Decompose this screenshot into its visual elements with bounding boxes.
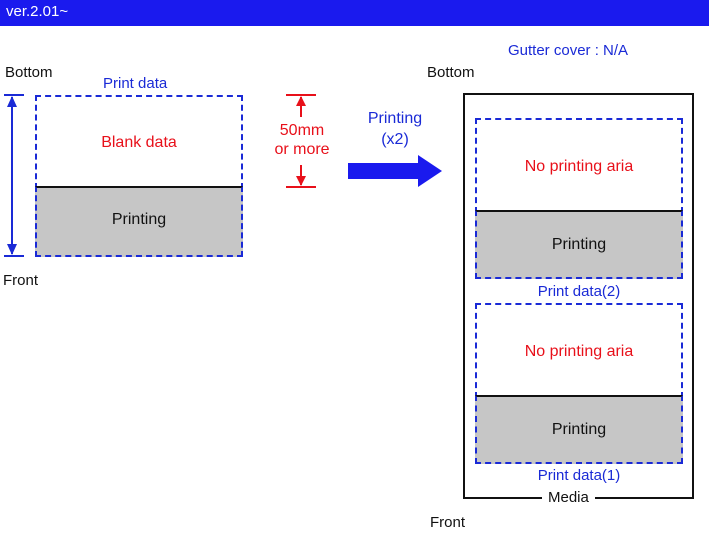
top-printing-box: Printing <box>475 210 683 279</box>
header-bar <box>0 0 709 26</box>
transition-label-line2: (x2) <box>381 131 409 148</box>
top-no-print-text: No printing aria <box>524 157 634 175</box>
bottom-printing-box: Printing <box>475 395 683 464</box>
gap-label: 50mm or more <box>270 121 334 159</box>
media-label: Media <box>542 489 595 506</box>
left-bottom-label: Bottom <box>5 64 53 81</box>
gutter-cover-label: Gutter cover : N/A <box>508 42 629 59</box>
gap-arrows <box>286 94 316 188</box>
right-bottom-label: Bottom <box>427 64 475 81</box>
print-data-2-label: Print data(2) <box>537 283 621 300</box>
left-front-label: Front <box>3 272 39 289</box>
bottom-no-print-text: No printing aria <box>524 342 634 360</box>
left-height-arrow <box>4 94 24 257</box>
right-front-label: Front <box>430 514 466 531</box>
version-label: ver.2.01~ <box>6 3 69 20</box>
transition-label-line1: Printing <box>367 110 423 127</box>
top-no-print-box: No printing aria <box>475 118 683 213</box>
left-print-data-label: Print data <box>103 75 168 92</box>
transition-arrow <box>348 155 442 187</box>
gap-label-line2: or more <box>274 141 330 158</box>
left-blank-data-box: Blank data <box>35 95 243 189</box>
left-printing-text: Printing <box>111 210 167 228</box>
gap-label-line1: 50mm <box>279 122 325 139</box>
print-data-1-label: Print data(1) <box>537 467 621 484</box>
bottom-no-print-box: No printing aria <box>475 303 683 398</box>
top-printing-text: Printing <box>551 235 607 253</box>
bottom-printing-text: Printing <box>551 420 607 438</box>
left-printing-box: Printing <box>35 186 243 257</box>
left-blank-data-text: Blank data <box>101 134 177 151</box>
transition-label: Printing (x2) <box>355 108 435 150</box>
